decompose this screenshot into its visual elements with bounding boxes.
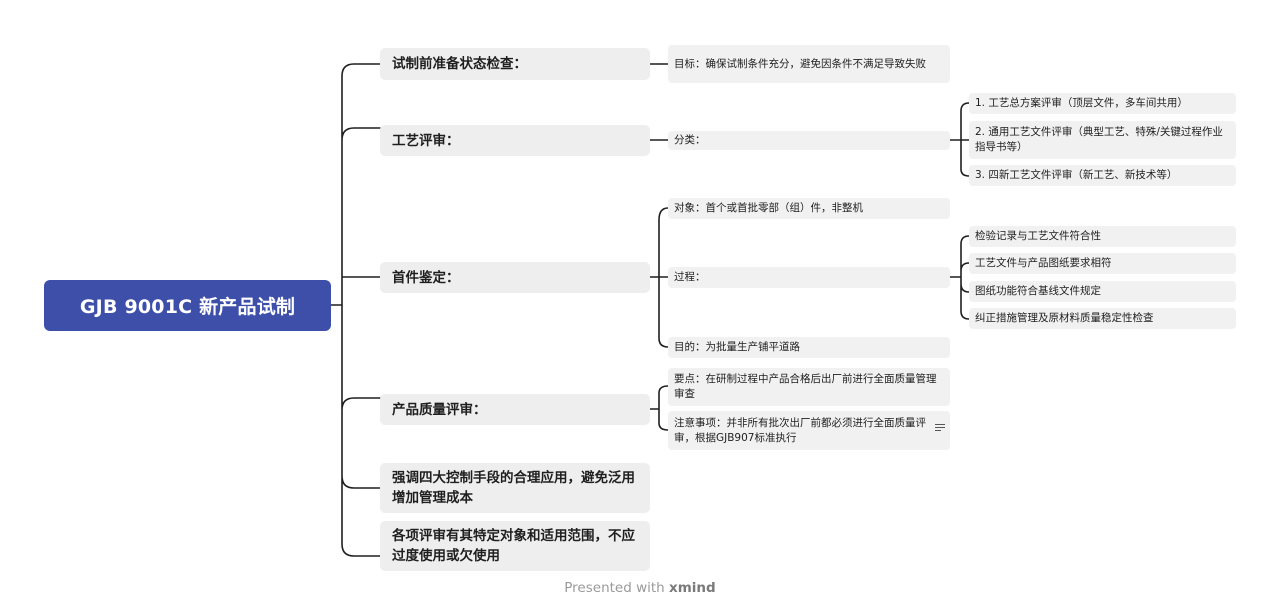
- watermark-prefix: Presented with: [564, 580, 665, 596]
- presented-with-watermark: Presented with xmind: [0, 580, 1280, 596]
- topic-prep-check[interactable]: 试制前准备状态检查：: [380, 48, 650, 80]
- step-docs-match-drawings[interactable]: 工艺文件与产品图纸要求相符: [969, 253, 1236, 274]
- item-process-overall-plan-label: 1. 工艺总方案评审（顶层文件，多车间共用）: [975, 97, 1188, 109]
- topic-control-means[interactable]: 强调四大控制手段的合理应用，避免泛用增加管理成本: [380, 463, 650, 513]
- subtopic-process-category-label: 分类：: [674, 134, 706, 146]
- note-lines-icon[interactable]: [935, 424, 945, 432]
- step-drawing-function-baseline-label: 图纸功能符合基线文件规定: [975, 285, 1101, 297]
- item-process-general-docs-label: 2. 通用工艺文件评审（典型工艺、特殊/关键过程作业指导书等）: [975, 126, 1223, 153]
- subtopic-quality-note[interactable]: 注意事项：并非所有批次出厂前都必须进行全面质量评审，根据GJB907标准执行: [668, 411, 950, 450]
- subtopic-quality-key[interactable]: 要点：在研制过程中产品合格后出厂前进行全面质量管理审查: [668, 368, 950, 406]
- topic-first-article-label: 首件鉴定：: [392, 269, 460, 286]
- topic-process-review-label: 工艺评审：: [392, 132, 460, 149]
- root-topic-label: GJB 9001C 新产品试制: [79, 296, 296, 318]
- root-topic[interactable]: GJB 9001C 新产品试制: [44, 280, 331, 331]
- subtopic-prep-target-label: 目标：确保试制条件充分，避免因条件不满足导致失败: [674, 57, 926, 70]
- connector-category-items: [949, 102, 970, 177]
- topic-process-review[interactable]: 工艺评审：: [380, 125, 650, 156]
- step-drawing-function-baseline[interactable]: 图纸功能符合基线文件规定: [969, 281, 1236, 302]
- subtopic-quality-key-label: 要点：在研制过程中产品合格后出厂前进行全面质量管理审查: [674, 373, 937, 400]
- item-process-four-new[interactable]: 3. 四新工艺文件评审（新工艺、新技术等）: [969, 165, 1236, 186]
- topic-review-scope[interactable]: 各项评审有其特定对象和适用范围，不应过度使用或欠使用: [380, 521, 650, 571]
- topic-prep-check-label: 试制前准备状态检查：: [392, 56, 527, 72]
- subtopic-first-object[interactable]: 对象：首个或首批零部（组）件，非整机: [668, 198, 950, 219]
- step-corrective-materials-label: 纠正措施管理及原材料质量稳定性检查: [975, 312, 1154, 324]
- topic-quality-review-label: 产品质量评审：: [392, 401, 487, 418]
- subtopic-process-category[interactable]: 分类：: [668, 131, 950, 150]
- subtopic-first-process[interactable]: 过程：: [668, 267, 950, 288]
- subtopic-quality-note-label: 注意事项：并非所有批次出厂前都必须进行全面质量评审，根据GJB907标准执行: [674, 416, 926, 444]
- subtopic-prep-target[interactable]: 目标：确保试制条件充分，避免因条件不满足导致失败: [668, 45, 950, 83]
- connector-process-steps: [949, 235, 970, 320]
- step-inspection-records-label: 检验记录与工艺文件符合性: [975, 230, 1101, 242]
- subtopic-first-goal-label: 目的：为批量生产铺平道路: [674, 341, 800, 353]
- topic-first-article[interactable]: 首件鉴定：: [380, 262, 650, 293]
- topic-quality-review[interactable]: 产品质量评审：: [380, 394, 650, 425]
- connector-root-level1: [330, 63, 381, 557]
- topic-review-scope-label: 各项评审有其特定对象和适用范围，不应过度使用或欠使用: [392, 528, 635, 564]
- subtopic-first-goal[interactable]: 目的：为批量生产铺平道路: [668, 337, 950, 358]
- connector-first-children: [649, 207, 669, 348]
- step-inspection-records[interactable]: 检验记录与工艺文件符合性: [969, 226, 1236, 247]
- step-corrective-materials[interactable]: 纠正措施管理及原材料质量稳定性检查: [969, 308, 1236, 329]
- item-process-general-docs[interactable]: 2. 通用工艺文件评审（典型工艺、特殊/关键过程作业指导书等）: [969, 121, 1236, 159]
- connector-quality-children: [649, 385, 669, 431]
- topic-control-means-label: 强调四大控制手段的合理应用，避免泛用增加管理成本: [392, 470, 635, 506]
- step-docs-match-drawings-label: 工艺文件与产品图纸要求相符: [975, 257, 1112, 269]
- subtopic-first-object-label: 对象：首个或首批零部（组）件，非整机: [674, 202, 863, 214]
- xmind-logo-text: xmind: [669, 580, 716, 596]
- subtopic-first-process-label: 过程：: [674, 271, 706, 283]
- item-process-overall-plan[interactable]: 1. 工艺总方案评审（顶层文件，多车间共用）: [969, 93, 1236, 114]
- item-process-four-new-label: 3. 四新工艺文件评审（新工艺、新技术等）: [975, 169, 1178, 181]
